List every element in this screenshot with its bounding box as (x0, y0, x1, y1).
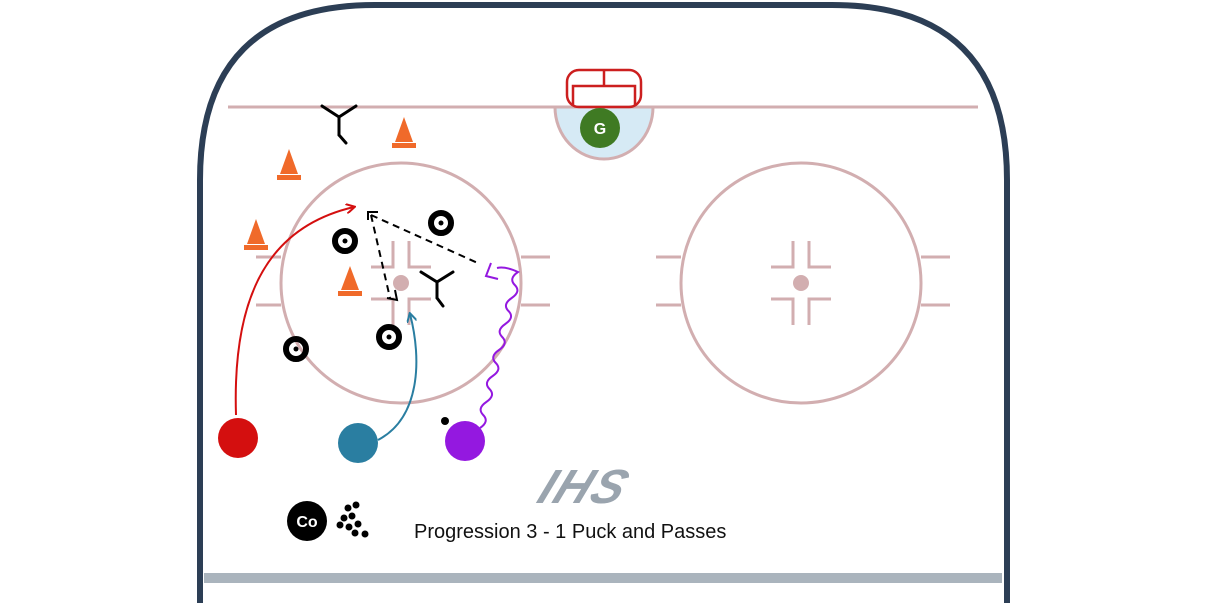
cone-icon (277, 149, 301, 180)
coach-label: Co (296, 514, 318, 531)
coach-marker (287, 501, 327, 541)
purple-stop-mark (484, 262, 499, 280)
left-faceoff-circle (256, 161, 550, 405)
player-blue (338, 423, 378, 463)
tire-icon (332, 228, 358, 254)
puck-icon (441, 417, 449, 425)
blue-skate-path (377, 314, 418, 441)
drill-caption: Progression 3 - 1 Puck and Passes (414, 521, 727, 543)
tire-icon (376, 324, 402, 350)
right-faceoff-dot (793, 275, 809, 291)
player-red (218, 418, 258, 458)
red-skate-path (234, 207, 354, 416)
player-purple (445, 421, 485, 461)
goalie-marker (580, 108, 620, 148)
rink-boards (197, 2, 1010, 603)
cone-icon (392, 117, 416, 148)
goal-icon (565, 68, 643, 109)
purple-stickhandle-path (479, 266, 521, 429)
stick-icon (320, 104, 358, 145)
goalie-label: G (594, 121, 606, 138)
floor-bar (204, 573, 1002, 583)
cone-icon (338, 266, 362, 296)
pass-receive-marks (367, 211, 399, 302)
stick-icon (419, 270, 455, 308)
pass-lanes (370, 214, 481, 299)
left-faceoff-dot (393, 275, 409, 291)
cone-icon (244, 219, 268, 250)
puck-pile-icon (336, 501, 369, 538)
tire-icon (283, 336, 309, 362)
right-faceoff-circle (656, 161, 950, 405)
tire-icon (428, 210, 454, 236)
